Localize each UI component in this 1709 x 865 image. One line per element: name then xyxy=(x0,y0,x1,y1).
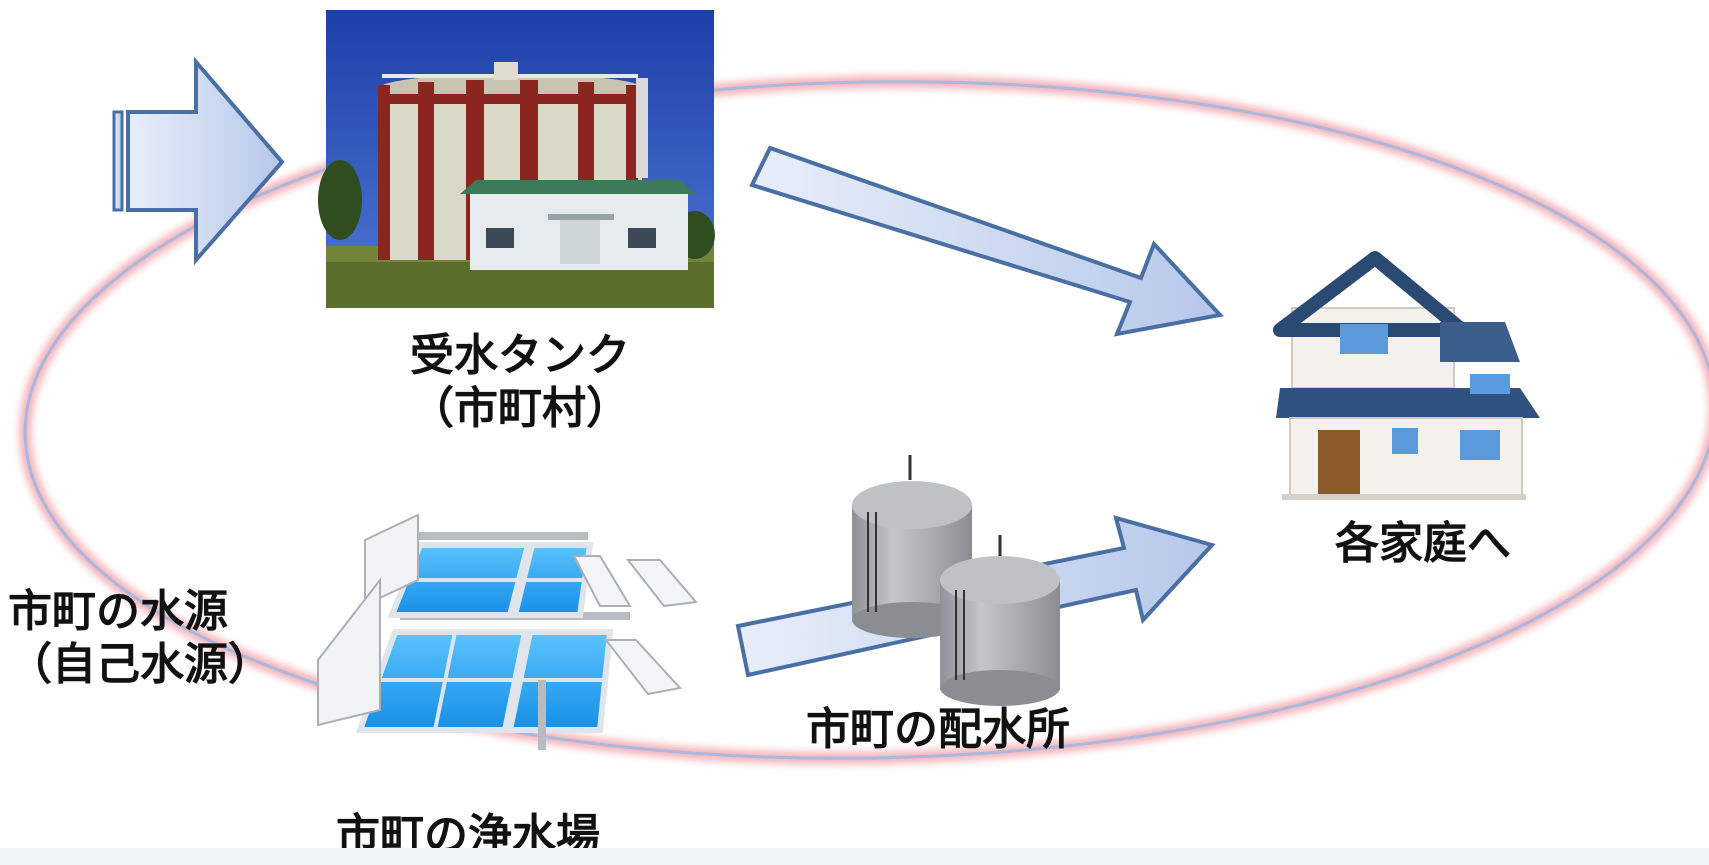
tank-to-homes-arrow xyxy=(749,145,1224,337)
source-label-line1: 市町の水源 xyxy=(8,586,228,637)
house-icon xyxy=(1273,251,1540,500)
tank-label: 受水タンク （市町村） xyxy=(380,330,660,436)
bottom-band xyxy=(0,848,1709,865)
inflow-arrow-icon xyxy=(112,56,285,266)
source-label: 市町の水源 （自己水源） xyxy=(8,586,272,692)
tank-label-line1: 受水タンク xyxy=(410,330,630,381)
purification-plant-icon xyxy=(317,513,698,750)
source-label-line2: （自己水源） xyxy=(8,638,272,690)
distribution-tanks-icon xyxy=(852,455,1060,706)
service-area-ellipse xyxy=(19,75,1709,765)
homes-label: 各家庭へ xyxy=(1335,518,1511,569)
tank-label-line2: （市町村） xyxy=(410,382,630,434)
distribution-label: 市町の配水所 xyxy=(806,704,1070,755)
receiving-tank-photo xyxy=(318,10,715,308)
